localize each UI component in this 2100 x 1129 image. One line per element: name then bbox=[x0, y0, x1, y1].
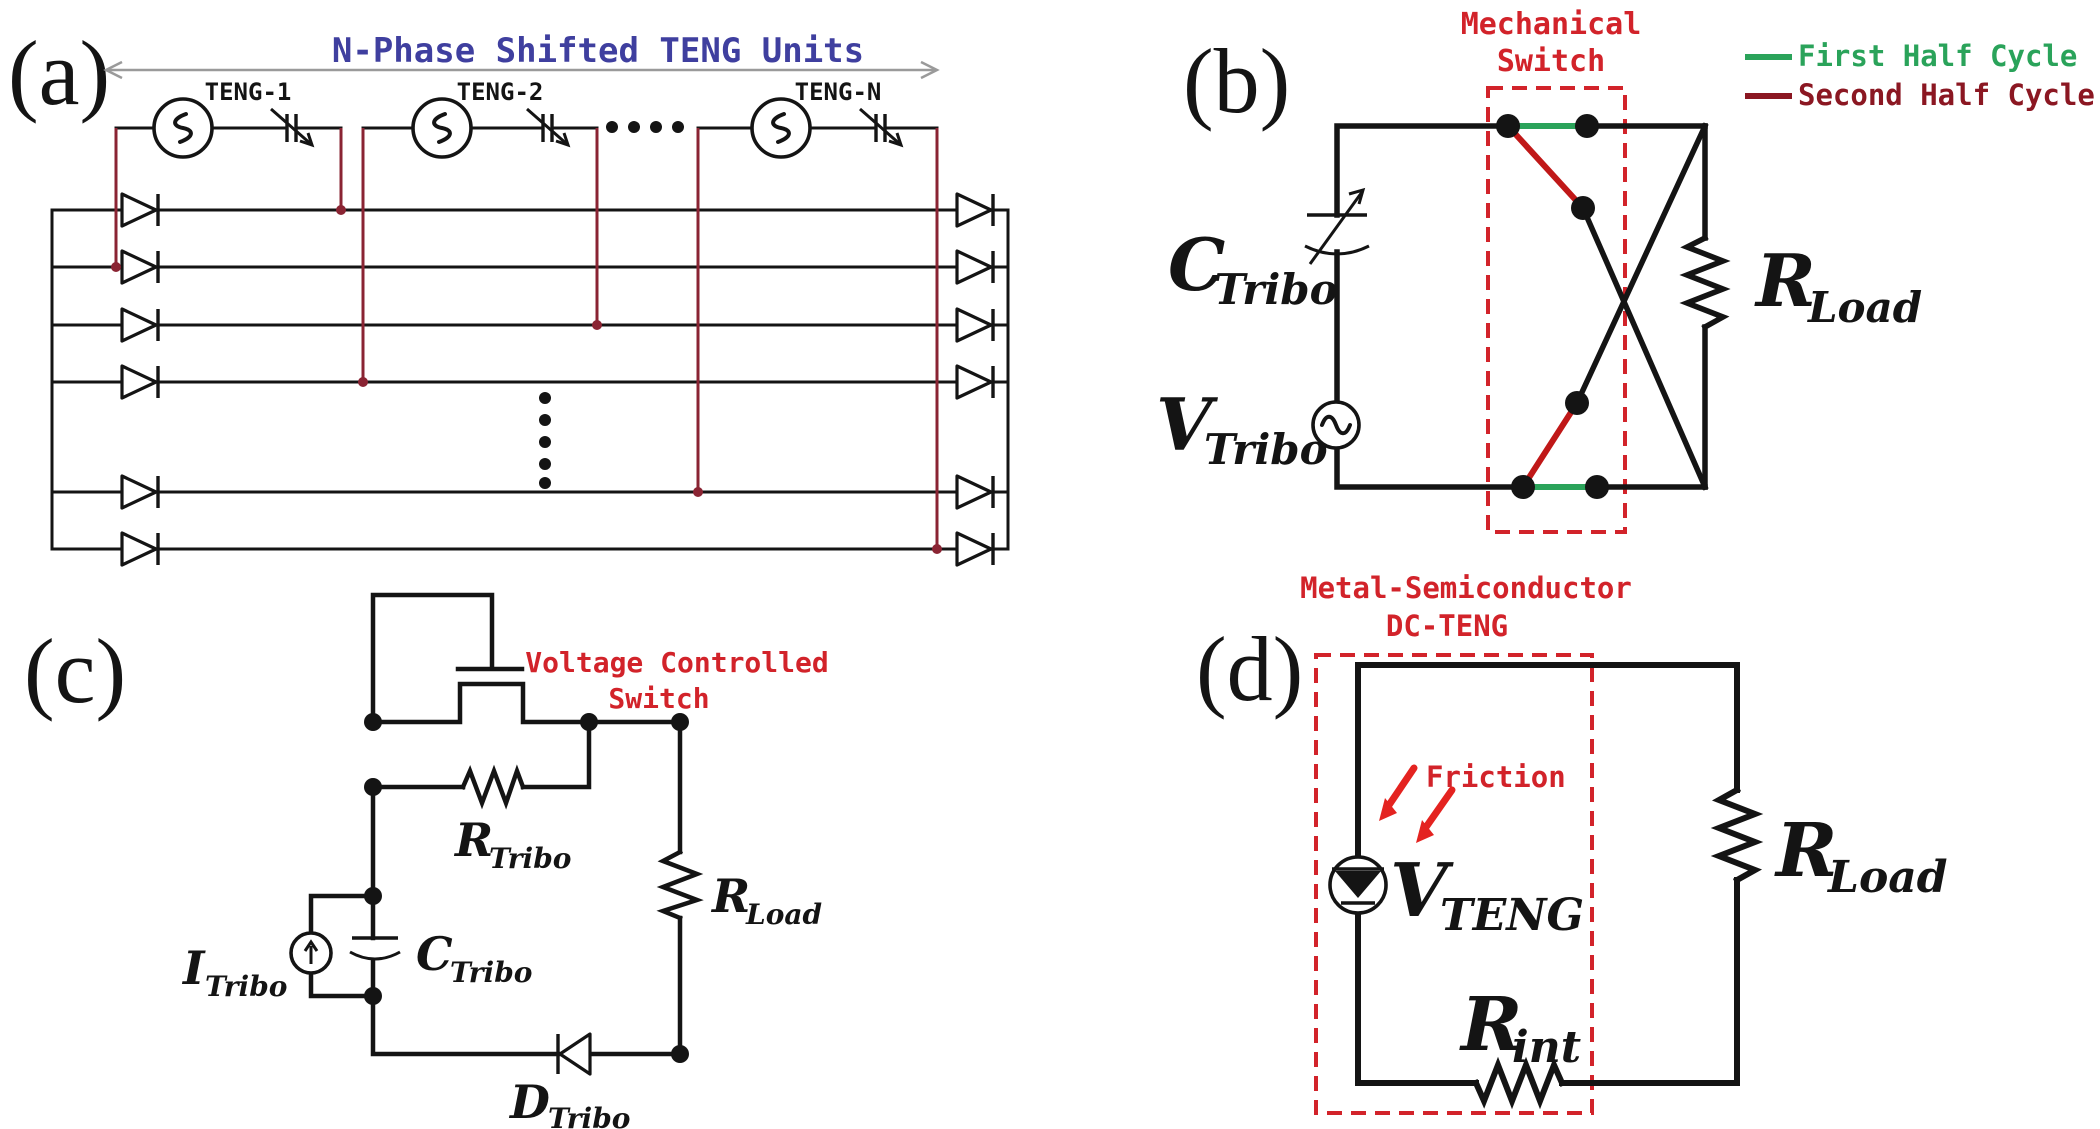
panel-c-label: (c) bbox=[24, 620, 126, 722]
panel-b-wires bbox=[1334, 122, 1731, 491]
legend-label-second-half: Second Half Cycle bbox=[1798, 78, 2095, 112]
panel-c-junctions bbox=[364, 713, 689, 1063]
diode-icon bbox=[955, 364, 995, 400]
r-int-resistor-icon bbox=[1472, 1056, 1566, 1110]
r-load-resistor-icon bbox=[656, 848, 704, 921]
i-tribo-current-source-icon bbox=[289, 931, 333, 975]
diode-icon bbox=[120, 192, 160, 228]
c-tribo-capacitor-icon bbox=[1304, 187, 1370, 265]
panel-a-title: N-Phase Shifted TENG Units bbox=[332, 31, 864, 71]
teng-1-label: TENG-1 bbox=[205, 78, 292, 106]
mechanical-switch-annotation: Mechanical bbox=[1461, 7, 1642, 42]
r-load-resistor-icon bbox=[1679, 234, 1731, 331]
label-r-load: R Load bbox=[710, 869, 822, 931]
friction-arrows-icon bbox=[1379, 764, 1456, 843]
voltage-controlled-switch-annotation: Switch bbox=[608, 682, 709, 715]
label-v-tribo: V Tribo bbox=[1156, 382, 1328, 474]
diode-icon bbox=[120, 364, 160, 400]
rectifier-rails bbox=[50, 208, 1010, 551]
v-tribo-source-icon bbox=[1311, 400, 1361, 450]
diode-icon bbox=[120, 474, 160, 510]
label-r-load: R Load bbox=[1774, 808, 1948, 903]
label-d-tribo: D Tribo bbox=[508, 1075, 630, 1129]
diode-icon bbox=[120, 307, 160, 343]
label-r-tribo: R Tribo bbox=[453, 813, 571, 875]
label-c-tribo: C Tribo bbox=[416, 927, 532, 989]
right-diode-column bbox=[955, 192, 995, 567]
panel-a-label: (a) bbox=[8, 22, 110, 124]
d-tribo-diode-icon bbox=[556, 1032, 592, 1076]
dc-teng-annotation: DC-TENG bbox=[1386, 609, 1508, 643]
switch-bottom-second-half-segment bbox=[1520, 400, 1580, 490]
teng-n-label: TENG-N bbox=[795, 78, 882, 106]
horizontal-ellipsis-icon bbox=[606, 121, 684, 133]
span-arrow-icon bbox=[103, 60, 940, 80]
switch-top-second-half-segment bbox=[1505, 123, 1586, 211]
label-i-tribo: I Tribo bbox=[181, 941, 287, 1003]
phase-connectors bbox=[111, 128, 942, 554]
diode-icon bbox=[120, 249, 160, 285]
teng-n-ac-source-icon bbox=[750, 97, 812, 159]
panel-a: (a) N-Phase Shifted TENG Units TENG-1 TE… bbox=[8, 22, 1010, 567]
teng-2-ac-source-icon bbox=[411, 97, 473, 159]
switch-contacts bbox=[1496, 114, 1609, 499]
mosfet-channel-icon bbox=[370, 681, 683, 725]
panel-d-label: (d) bbox=[1196, 618, 1303, 720]
panel-c: (c) Voltage Controlled Switch bbox=[24, 592, 829, 1129]
dc-teng-annotation: Metal-Semiconductor bbox=[1300, 571, 1632, 605]
diode-icon bbox=[955, 249, 995, 285]
mechanical-switch-annotation: Switch bbox=[1497, 44, 1605, 79]
panel-b: (b) Mechanical Switch First Half Cycle S… bbox=[1156, 7, 2095, 534]
diode-icon bbox=[955, 307, 995, 343]
panel-d: (d) Metal-Semiconductor DC-TENG Friction bbox=[1196, 571, 1948, 1115]
label-r-int: R int bbox=[1459, 982, 1581, 1073]
teng-1-ac-source-icon bbox=[152, 97, 214, 159]
v-teng-source-icon bbox=[1328, 855, 1388, 915]
left-diode-column bbox=[120, 192, 160, 567]
panel-c-wires bbox=[308, 592, 704, 1057]
r-load-resistor-icon bbox=[1710, 785, 1764, 885]
voltage-controlled-switch-annotation: Voltage Controlled bbox=[525, 646, 828, 679]
diode-icon bbox=[955, 531, 995, 567]
panel-d-wires bbox=[1355, 662, 1764, 1110]
diode-icon bbox=[955, 192, 995, 228]
legend-label-first-half: First Half Cycle bbox=[1798, 39, 2077, 73]
vertical-ellipsis-icon bbox=[539, 392, 551, 489]
diode-icon bbox=[955, 474, 995, 510]
label-v-teng: V TENG bbox=[1390, 848, 1584, 941]
r-tribo-resistor-icon bbox=[460, 764, 526, 810]
label-r-load: R Load bbox=[1754, 238, 1922, 332]
panel-b-label: (b) bbox=[1183, 30, 1290, 132]
mechanical-switch-box bbox=[1486, 86, 1627, 534]
teng-2-label: TENG-2 bbox=[457, 78, 544, 106]
legend: First Half Cycle Second Half Cycle bbox=[1745, 39, 2095, 112]
c-tribo-capacitor-icon bbox=[349, 936, 401, 961]
diode-icon bbox=[120, 531, 160, 567]
friction-label: Friction bbox=[1426, 760, 1566, 794]
label-c-tribo: C Tribo bbox=[1168, 222, 1338, 314]
dc-teng-box bbox=[1314, 653, 1594, 1115]
